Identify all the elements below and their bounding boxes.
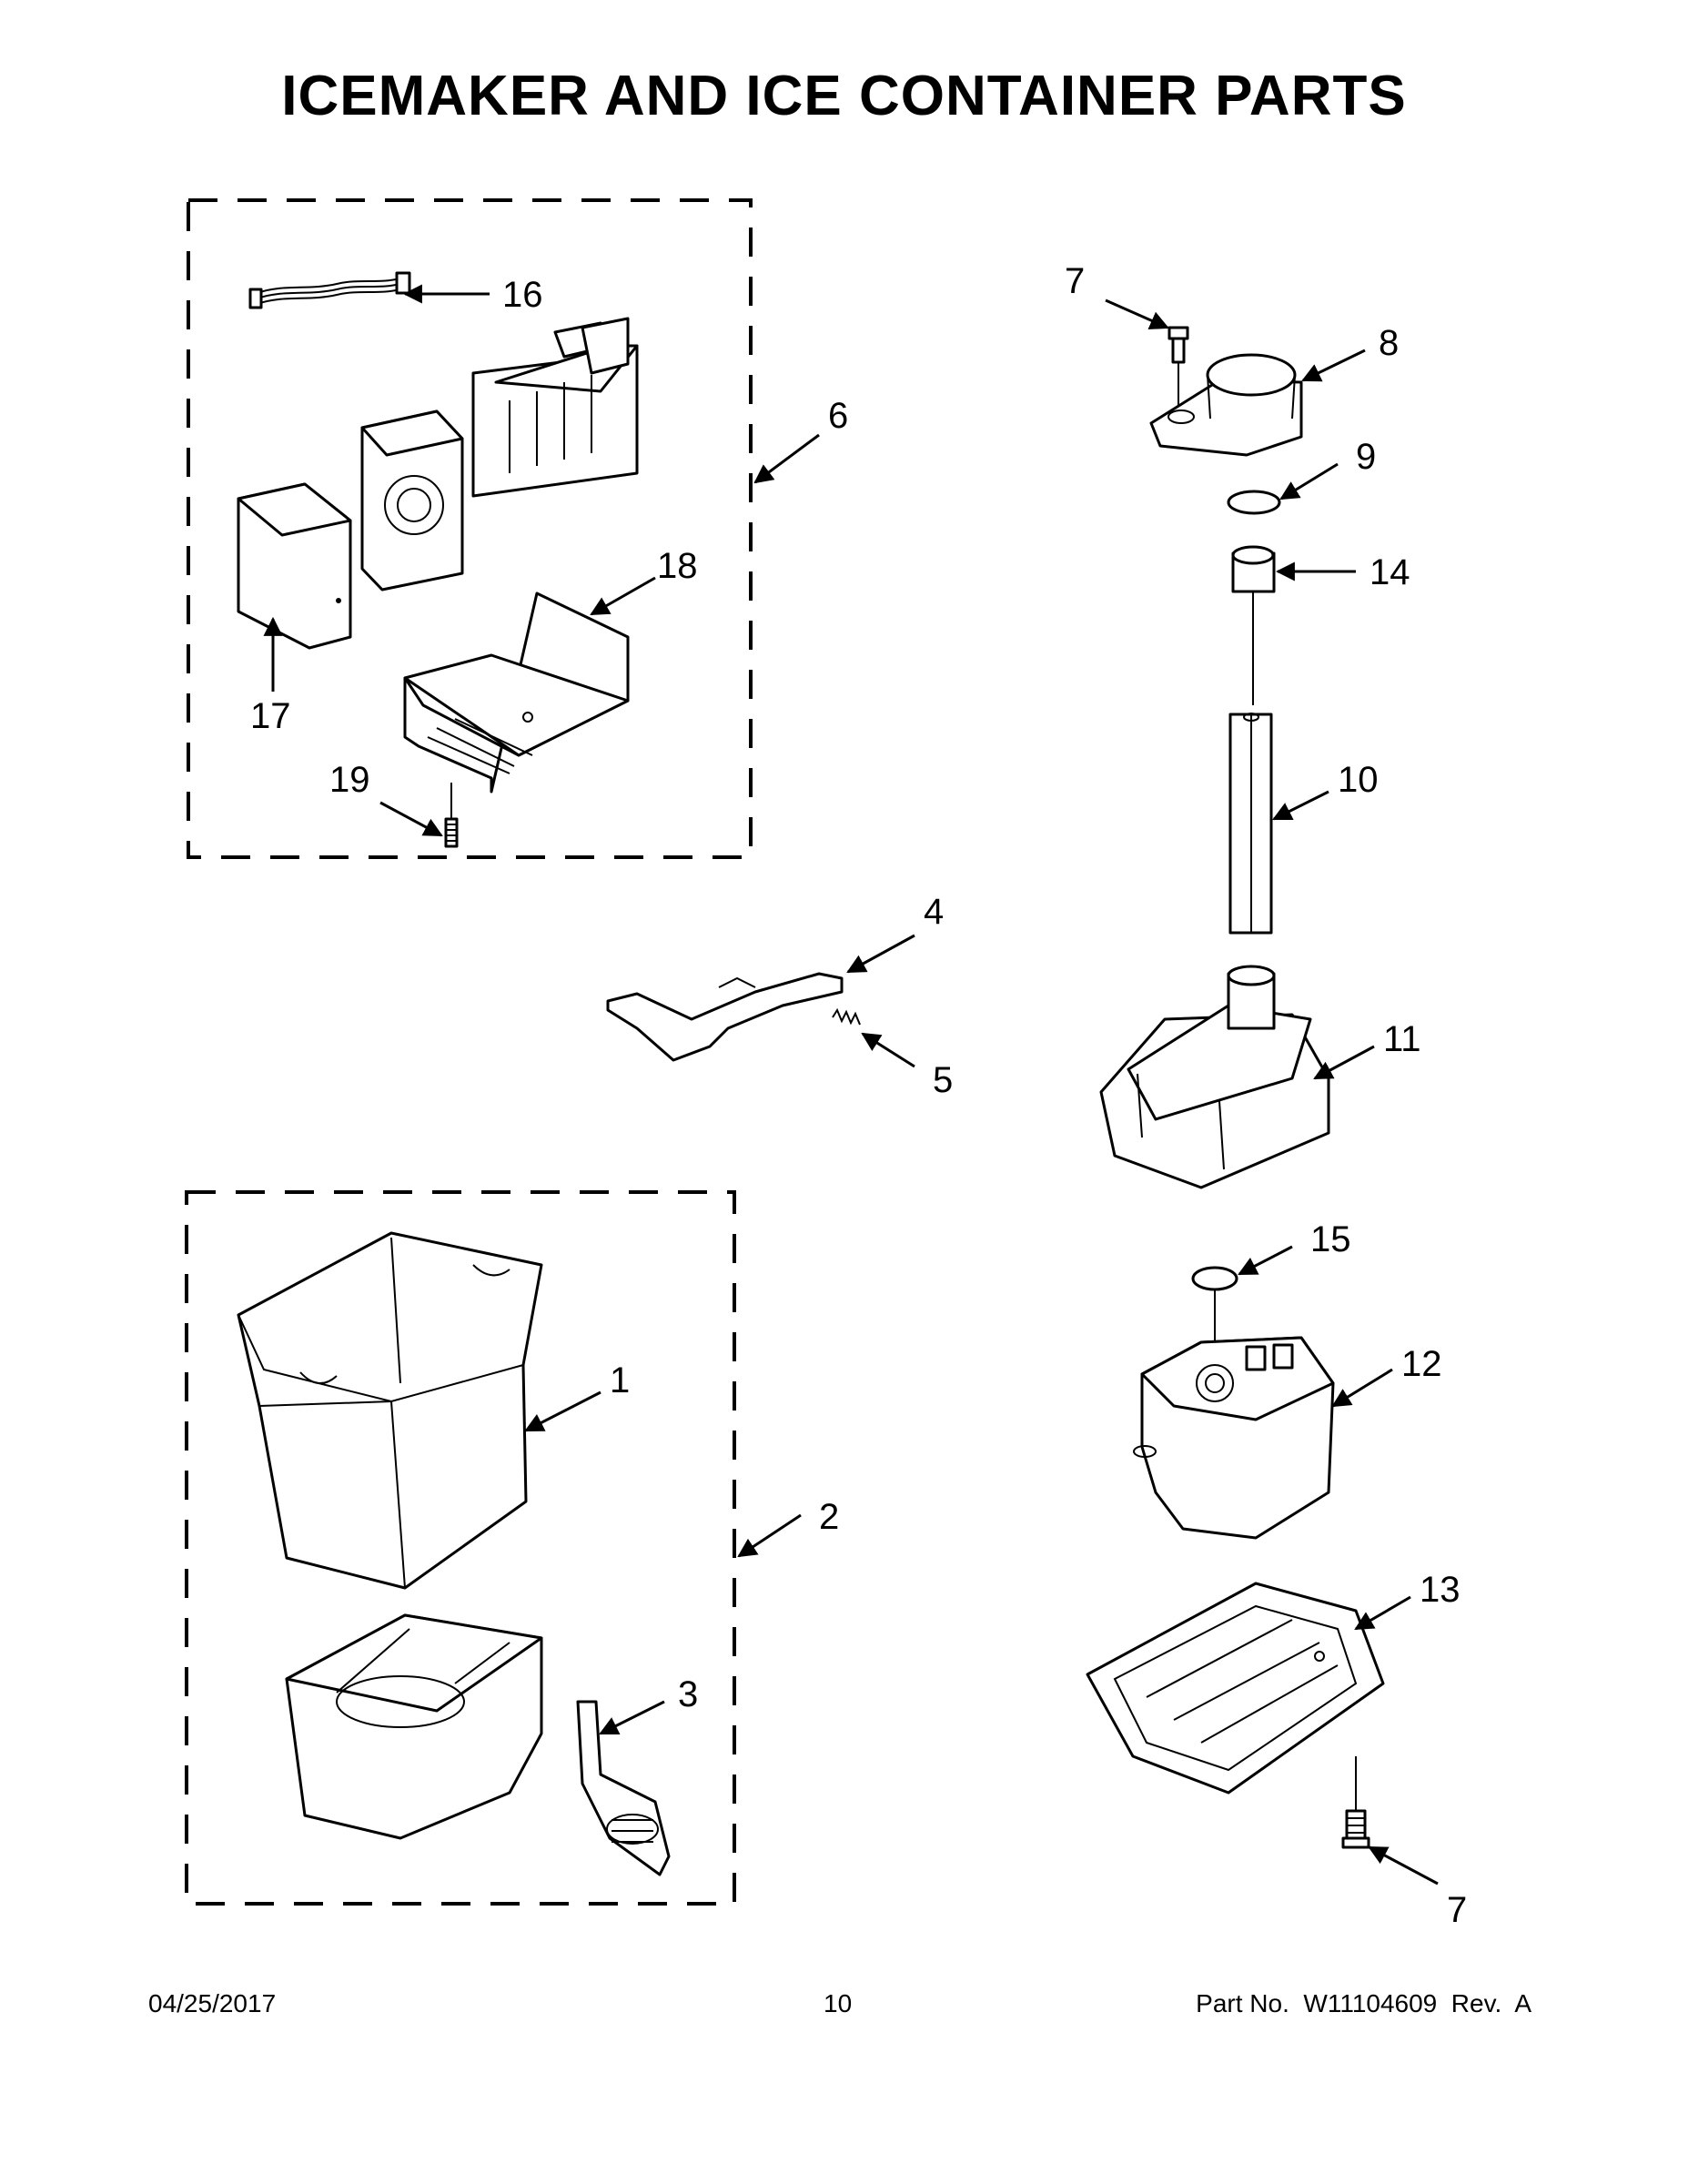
wire-harness-part-16 <box>248 271 411 309</box>
mounting-bracket-part-18 <box>403 592 630 794</box>
footer-page-number: 10 <box>824 1989 853 2017</box>
leader-19 <box>379 801 443 837</box>
leader-18 <box>590 576 656 616</box>
callout-19: 19 <box>329 760 370 800</box>
leader-12 <box>1331 1368 1393 1408</box>
icemaker-assembly-group-box <box>187 198 753 859</box>
callout-5: 5 <box>933 1060 953 1100</box>
leader-6 <box>753 433 820 484</box>
spring-part-5 <box>832 1007 861 1026</box>
callout-9: 9 <box>1356 437 1376 477</box>
leader-4 <box>846 934 915 974</box>
leader-2 <box>737 1513 802 1558</box>
leader-15 <box>1238 1245 1293 1276</box>
callout-3: 3 <box>678 1674 698 1714</box>
leader-1 <box>524 1390 601 1432</box>
leader-9 <box>1279 462 1339 500</box>
screw-part-19 <box>444 783 459 848</box>
screw-part-7-bottom <box>1341 1756 1370 1849</box>
callout-10: 10 <box>1338 760 1379 800</box>
leader-8 <box>1301 349 1366 382</box>
front-cover-part-17 <box>237 482 352 650</box>
bearing-part-8 <box>1149 353 1303 457</box>
motor-mount-part-13 <box>1086 1582 1385 1795</box>
auger-housing <box>285 1613 543 1840</box>
callout-1: 1 <box>610 1360 630 1400</box>
callout-17: 17 <box>250 696 291 736</box>
callout-12: 12 <box>1401 1344 1442 1384</box>
icemaker-body <box>360 317 639 592</box>
callout-7-top: 7 <box>1065 261 1085 301</box>
callout-7-bottom: 7 <box>1447 1890 1467 1930</box>
drive-shaft-part-10 <box>1228 713 1273 935</box>
callout-13: 13 <box>1420 1570 1461 1610</box>
leader-11 <box>1313 1045 1375 1080</box>
leader-3 <box>599 1700 665 1735</box>
motor-housing-part-11 <box>1099 965 1330 1189</box>
leader-10 <box>1272 790 1329 821</box>
ice-bucket-part-1 <box>237 1231 543 1590</box>
feeler-arm-part-4 <box>606 972 844 1062</box>
callout-11: 11 <box>1383 1019 1421 1059</box>
callout-16: 16 <box>502 275 543 315</box>
callout-4: 4 <box>924 892 944 932</box>
washer-part-9 <box>1227 490 1281 515</box>
ice-container-group-box <box>185 1190 736 1906</box>
callout-14: 14 <box>1370 552 1410 592</box>
leader-5 <box>861 1032 915 1068</box>
page-title: ICEMAKER AND ICE CONTAINER PARTS <box>281 65 1407 127</box>
callout-6: 6 <box>828 396 848 436</box>
leader-7-bottom <box>1368 1845 1439 1886</box>
gear-motor-part-12 <box>1133 1336 1335 1540</box>
screw-part-7-top <box>1167 326 1189 414</box>
bushing-part-14 <box>1231 545 1276 705</box>
callout-2: 2 <box>819 1497 839 1537</box>
footer-part-number: Part No. W11104609 Rev. A <box>1196 1989 1531 2017</box>
footer-date: 04/25/2017 <box>148 1989 277 2017</box>
callout-8: 8 <box>1379 323 1399 363</box>
washer-part-15 <box>1191 1266 1238 1291</box>
callout-18: 18 <box>657 546 698 586</box>
leader-13 <box>1354 1595 1411 1631</box>
deflector-part-3 <box>576 1700 671 1876</box>
callout-15: 15 <box>1310 1219 1351 1259</box>
leader-7-top <box>1105 298 1169 329</box>
